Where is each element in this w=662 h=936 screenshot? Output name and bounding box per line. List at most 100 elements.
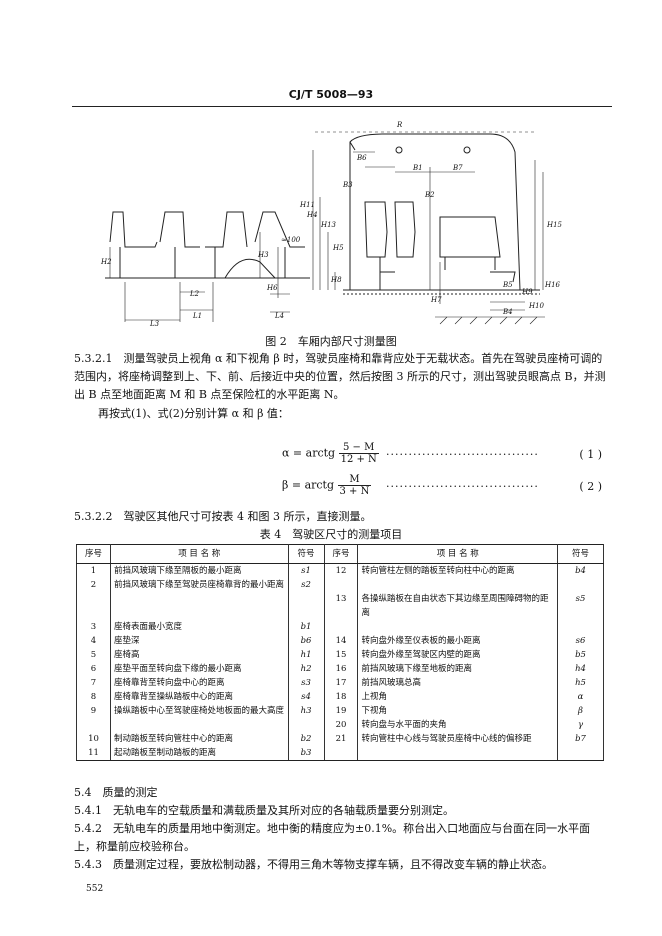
right-cell-sym: b5 <box>557 648 604 662</box>
label-L2: L2 <box>189 290 200 298</box>
left-cell-sym: b6 <box>287 634 325 648</box>
formula-beta-numerator: M <box>337 474 372 486</box>
left-cell-name: 座椅靠背至操纵踏板中心的距离 <box>109 690 289 704</box>
formula-beta-fraction: M 3 + N <box>337 474 372 497</box>
passenger-seats-left <box>109 211 305 278</box>
right-cell-no <box>323 746 359 761</box>
paragraph-calc-intro: 再按式(1)、式(2)分别计算 α 和 β 值： <box>98 407 289 420</box>
right-cell-name: 转向盘外缘至仪表板的最小距离 <box>357 634 559 648</box>
label-H13: H13 <box>320 221 337 229</box>
right-cell-no <box>323 578 359 592</box>
formula-alpha-fraction: 5 − M 12 + N <box>338 442 379 465</box>
right-cell-no: 21 <box>323 732 359 746</box>
header-name-right: 项 目 名 称 <box>357 544 559 564</box>
left-cell-sym: s4 <box>287 690 325 704</box>
right-cell-sym: h5 <box>557 676 604 690</box>
table-header-row: 序号 项 目 名 称 符号 序号 项 目 名 称 符号 <box>76 544 604 564</box>
right-cell-sym: α <box>557 690 604 704</box>
right-cell-no: 19 <box>323 704 359 718</box>
right-cell-name: 前挡风玻璃下缘至地板的距离 <box>357 662 559 676</box>
left-cell-sym: s1 <box>287 563 325 578</box>
cabin-dimension-lines <box>312 131 544 311</box>
left-cell-no: 2 <box>76 578 111 592</box>
label-H8: H8 <box>330 276 342 284</box>
left-cell-name: 座垫深 <box>109 634 289 648</box>
left-cell-sym <box>287 592 325 620</box>
formula-beta-lhs: β = arctg <box>282 478 335 492</box>
header-standard-number: CJ/T 5008—93 <box>288 88 374 101</box>
right-cell-no: 18 <box>323 690 359 704</box>
figure-caption: 图 2 车厢内部尺寸测量图 <box>265 335 397 348</box>
label-B4: B4 <box>502 308 513 316</box>
right-cell-name: 转向管柱中心线与驾驶员座椅中心线的偏移距 <box>357 732 559 746</box>
left-cell-name: 起动踏板至制动踏板的距离 <box>109 746 289 761</box>
label-L4: L4 <box>274 312 284 320</box>
left-cell-sym: b3 <box>287 746 325 761</box>
left-cell-no: 7 <box>76 676 111 690</box>
label-H16: H16 <box>544 281 561 289</box>
paragraph-5-3-2-2: 5.3.2.2 驾驶区其他尺寸可按表 4 和图 3 所示，直接测量。 <box>74 510 372 523</box>
label-H2: H2 <box>100 258 112 266</box>
right-cell-no: 17 <box>323 676 359 690</box>
left-cell-sym: h3 <box>287 704 325 718</box>
paragraph-5-4-2: 5.4.2 无轨电车的质量用地中衡测定。地中衡的精度应为±0.1%。称台出入口地… <box>74 822 591 853</box>
right-cell-sym: h4 <box>557 662 604 676</box>
left-cell-no: 8 <box>76 690 111 704</box>
right-cell-sym <box>557 578 604 592</box>
vehicle-interior-dimension-figure: R B6 B3 B1 B7 B2 H11 H4 H13 H5 H3 H2 H6 … <box>100 121 563 328</box>
left-cell-sym: s3 <box>287 676 325 690</box>
left-cell-sym: h2 <box>287 662 325 676</box>
right-cell-name: 转向盘外缘至驾驶区内壁的距离 <box>357 648 559 662</box>
paragraph-5-4-3: 5.4.3 质量测定过程，要放松制动器，不得用三角木等物支撑车辆，且不得改变车辆… <box>74 858 553 871</box>
right-cell-no: 13 <box>323 592 359 620</box>
label-L3: L3 <box>149 320 160 328</box>
table-title: 表 4 驾驶区尺寸的测量项目 <box>259 528 403 541</box>
left-cell-name: 座椅高 <box>109 648 289 662</box>
right-cell-name: 前挡风玻璃总高 <box>357 676 559 690</box>
label-B3: B3 <box>342 181 353 189</box>
left-cell-no: 4 <box>76 634 111 648</box>
left-cell-name: 前挡风玻璃下缘至隔板的最小距离 <box>109 563 289 578</box>
formula-beta-number: ( 2 ) <box>579 480 602 493</box>
right-cell-sym <box>557 620 604 634</box>
wheel-arch <box>224 258 276 279</box>
right-cell-sym: b7 <box>557 732 604 746</box>
label-H9: H9 <box>521 288 533 296</box>
label-H3: H3 <box>257 251 269 259</box>
left-dimension-lines <box>109 232 290 322</box>
label-H11: H11 <box>299 201 315 209</box>
label-L1: L1 <box>192 312 202 320</box>
label-H7: H7 <box>430 296 442 304</box>
left-cell-name: 制动踏板至转向管柱中心的距离 <box>109 732 289 746</box>
left-cell-no: 9 <box>76 704 111 718</box>
right-cell-name: 下视角 <box>357 704 559 718</box>
header-symbol-left: 符号 <box>287 544 325 564</box>
left-cell-sym <box>287 718 325 732</box>
left-cell-name: 座椅靠背至转向盘中心的距离 <box>109 676 289 690</box>
figure-dimension-labels: R B6 B3 B1 B7 B2 H11 H4 H13 H5 H3 H2 H6 … <box>100 121 563 328</box>
left-cell-no <box>76 592 111 620</box>
right-cell-no: 16 <box>323 662 359 676</box>
left-cell-name: 前挡风玻璃下缘至驾驶员座椅靠背的最小距离 <box>109 578 289 592</box>
right-cell-no: 15 <box>323 648 359 662</box>
right-cell-sym: b4 <box>557 563 604 578</box>
left-cell-name <box>109 718 289 732</box>
right-cell-no <box>323 620 359 634</box>
left-cell-no: 6 <box>76 662 111 676</box>
header-rule <box>72 106 612 107</box>
left-cell-sym: b2 <box>287 732 325 746</box>
right-cell-name: 转向管柱左侧的踏板至转向柱中心的距离 <box>357 563 559 578</box>
cabin-section <box>343 133 540 295</box>
label-B6: B6 <box>356 154 367 162</box>
left-cell-name: 座垫平面至转向盘下缘的最小距离 <box>109 662 289 676</box>
right-cell-sym <box>557 746 604 761</box>
